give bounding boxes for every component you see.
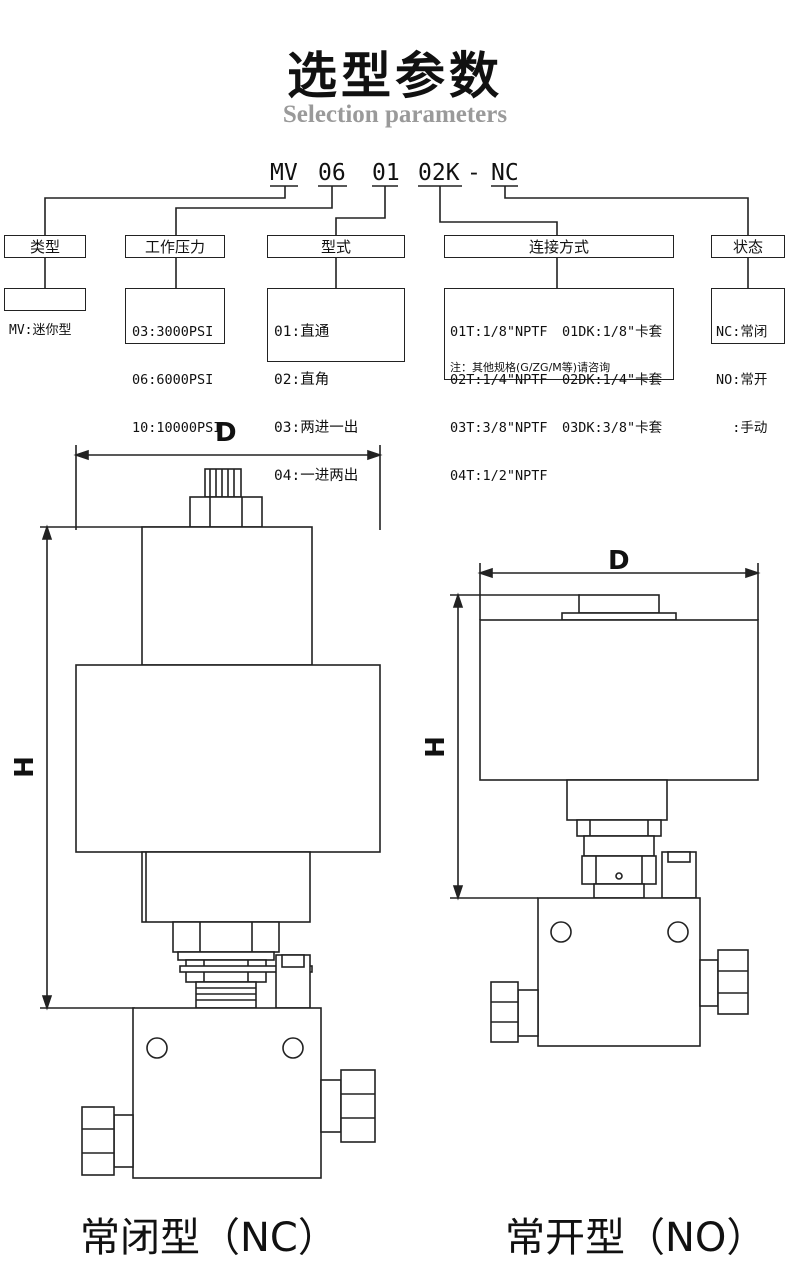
param-box-state: NC:常闭 NO:常开 :手动 [711,288,785,436]
param-option: 03DK:3/8"卡套 [562,420,663,436]
code-segment-form: 01 [372,160,400,186]
nc-caption: 常闭型（NC） [80,1215,338,1261]
param-heading-pressure: 工作压力 [125,235,225,258]
param-option: NC:常闭 [716,324,768,340]
nc-width-label: D [215,418,237,448]
code-segment-type: MV [270,160,298,186]
page-subtitle: Selection parameters [282,101,508,128]
param-box-type: MV:迷你型 [4,288,86,338]
param-box-form: 01:直通 02:直角 03:两进一出 04:一进两出 [267,288,405,484]
no-caption: 常开型（NO） [505,1215,767,1261]
param-option: :手动 [716,420,768,436]
param-option: 06:6000PSI [132,372,214,388]
param-heading-form: 型式 [267,235,405,258]
param-heading-state: 状态 [711,235,785,258]
param-option: 01T:1/8"NPTF [450,324,548,340]
param-option: 02:直角 [274,372,330,388]
param-option: 03:两进一出 [274,420,359,436]
param-option: 02DK:1/4"卡套 [562,372,663,388]
param-option: MV:迷你型 [9,323,72,338]
code-segment-dash: - [467,160,481,186]
param-box-pressure: 03:3000PSI 06:6000PSI 10:10000PSI [125,288,225,436]
param-box-connection: 01T:1/8"NPTF 02T:1/4"NPTF 03T:3/8"NPTF 0… [444,288,674,484]
param-option: 04T:1/2"NPTF [450,468,548,484]
connection-col-right: 01DK:1/8"卡套 02DK:1/4"卡套 03DK:3/8"卡套 [562,292,662,468]
param-option: 03:3000PSI [132,324,214,340]
param-option: 01:直通 [274,324,330,340]
param-heading-type: 类型 [4,235,86,258]
param-option: NO:常开 [716,372,768,388]
connection-note: 注：其他规格(G/ZG/M等)请咨询 [450,361,611,374]
no-width-label: D [608,546,630,576]
code-segment-pressure: 06 [318,160,346,186]
page-title: 选型参数 [287,47,503,105]
param-option: 04:一进两出 [274,468,359,484]
code-connector-lines [44,185,749,288]
param-heading-connection: 连接方式 [444,235,674,258]
code-segment-connection: 02K [418,160,460,186]
param-option: 10:10000PSI [132,420,222,436]
param-option: 02T:1/4"NPTF [450,372,548,388]
code-segment-state: NC [491,160,519,186]
param-option: 01DK:1/8"卡套 [562,324,663,340]
no-height-label: H [420,736,451,758]
param-option: 03T:3/8"NPTF [450,420,548,436]
connection-col-left: 01T:1/8"NPTF 02T:1/4"NPTF 03T:3/8"NPTF 0… [450,292,548,516]
